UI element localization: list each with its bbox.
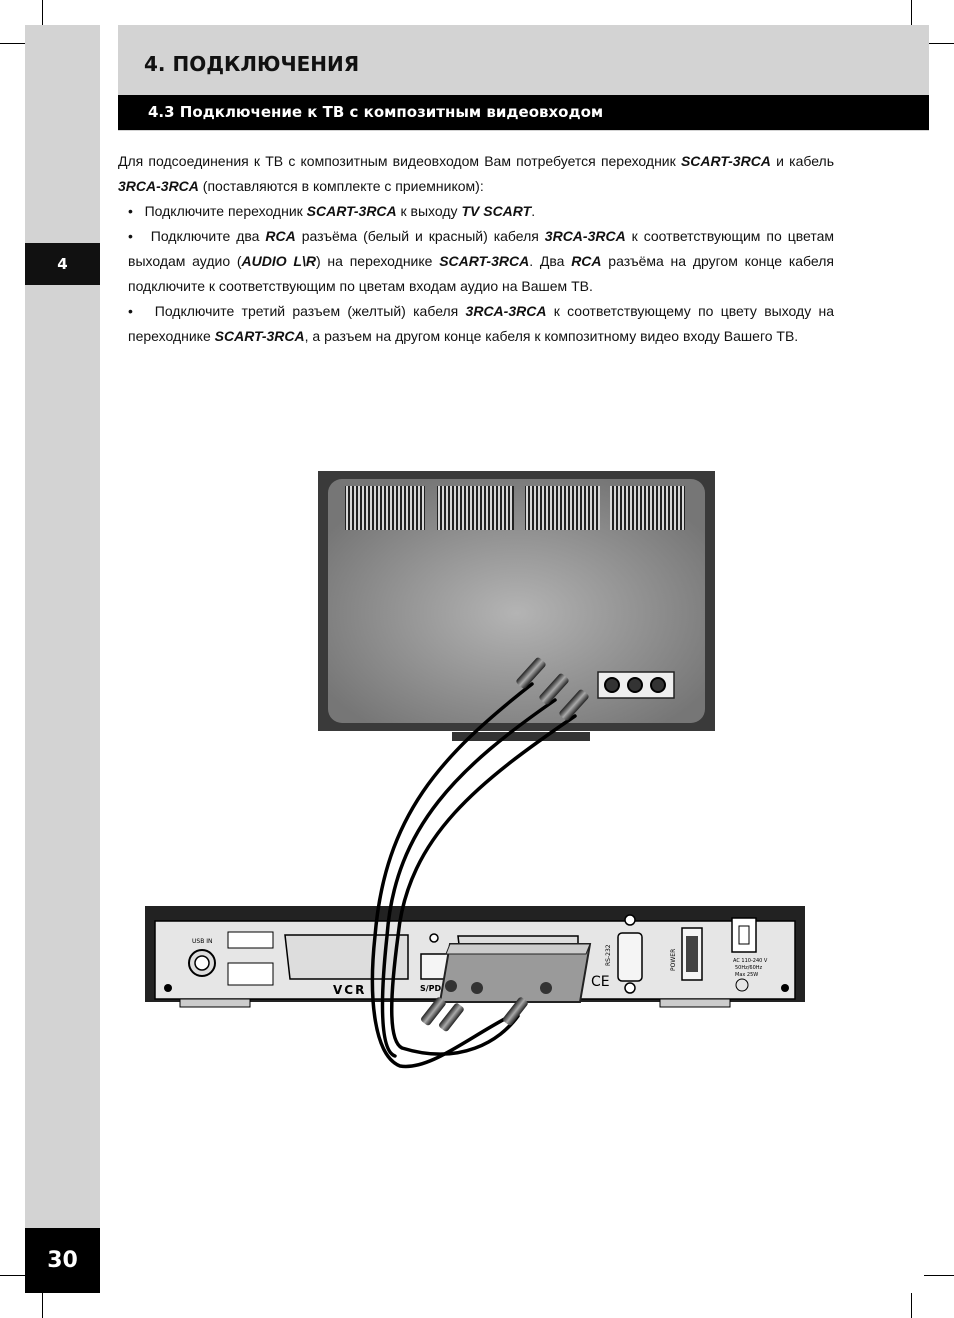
crop-mark	[42, 0, 43, 25]
text-run: и кабель	[770, 153, 834, 169]
rca-plug	[421, 997, 528, 1032]
bullet-item: • Подключите третий разъем (желтый) кабе…	[118, 299, 834, 349]
ce-mark: CE	[591, 974, 610, 990]
rca-cable	[370, 682, 577, 1069]
product-term: AUDIO L\R	[241, 253, 316, 269]
product-term: SCART-3RCA	[306, 203, 397, 219]
sidebar	[25, 25, 100, 1293]
page-number-text: 30	[47, 1248, 78, 1273]
crop-mark	[0, 43, 30, 44]
section-title-text: 4.3 Подключение к ТВ с композитным видео…	[148, 103, 604, 121]
crop-mark	[911, 0, 912, 25]
page-number: 30	[25, 1228, 100, 1293]
product-term: SCART-3RCA	[680, 153, 771, 169]
crop-mark	[924, 43, 954, 44]
bullet-mark: •	[128, 228, 133, 244]
text-run: , а разъем на другом конце кабеля к комп…	[304, 328, 799, 344]
bullet-item: • Подключите два RCA разъёма (белый и кр…	[118, 224, 834, 299]
text-run: ) на переходнике	[315, 253, 440, 269]
bullet-item: • Подключите переходник SCART-3RCA к вых…	[118, 199, 834, 224]
product-term: TV SCART	[461, 203, 532, 219]
bullet-mark: •	[128, 203, 133, 219]
product-term: SCART-3RCA	[439, 253, 530, 269]
text-run: разъёма на другом конце кабеля подключит…	[128, 253, 834, 294]
chapter-title: 4. ПОДКЛЮЧЕНИЯ	[144, 52, 360, 76]
chapter-tab: 4	[25, 243, 100, 285]
text-run: к соответствующим по цветам выходам ауди…	[128, 228, 834, 269]
rca-plug	[516, 657, 589, 721]
text-run: Подключите два	[150, 228, 266, 244]
crop-mark	[42, 1293, 43, 1318]
vcr-label: VCR	[333, 983, 366, 997]
crop-mark	[0, 1275, 30, 1276]
ac-rating-line: 50Hz/60Hz	[735, 965, 763, 971]
spdif-label: S/PD	[420, 984, 442, 993]
text-run: к выходу	[396, 203, 462, 219]
text-run: Подключите переходник	[144, 203, 307, 219]
body-text: Для подсоединения к ТВ с композитным вид…	[118, 149, 834, 349]
tv-back	[318, 471, 715, 741]
ac-rating-line: AC 110-240 V	[733, 958, 768, 964]
product-term: RCA	[571, 253, 602, 269]
scart-adapter	[438, 943, 592, 1003]
intro-paragraph: Для подсоединения к ТВ с композитным вид…	[118, 149, 834, 199]
bullet-mark: •	[128, 303, 133, 319]
text-run: разъёма (белый и красный) кабеля	[295, 228, 545, 244]
text-run: . Два	[529, 253, 572, 269]
connection-diagram: USB IN VCR S/PD RS-232 CE POWER AC 110-2…	[145, 471, 805, 1069]
product-term: 3RCA-3RCA	[465, 303, 547, 319]
product-term: SCART-3RCA	[214, 328, 305, 344]
section-title: 4.3 Подключение к ТВ с композитным видео…	[118, 95, 929, 130]
product-term: 3RCA-3RCA	[544, 228, 626, 244]
ac-rating-line: Max 25W	[735, 972, 758, 978]
text-run: (поставляются в комплекте с приемником):	[198, 178, 484, 194]
text-run: Для подсоединения к ТВ с композитным вид…	[118, 153, 681, 169]
chapter-number: 4	[57, 255, 68, 273]
crop-mark	[911, 1293, 912, 1318]
crop-mark	[924, 1275, 954, 1276]
product-term: RCA	[265, 228, 296, 244]
text-run: к соответствующему по цвету выходу на пе…	[128, 303, 834, 344]
text-run: Подключите третий разъем (желтый) кабеля	[154, 303, 466, 319]
text-run: .	[531, 203, 536, 219]
product-term: 3RCA-3RCA	[118, 178, 199, 194]
power-label: POWER	[670, 949, 677, 971]
usb-label: USB IN	[192, 938, 212, 945]
rs232-label: RS-232	[605, 944, 612, 966]
